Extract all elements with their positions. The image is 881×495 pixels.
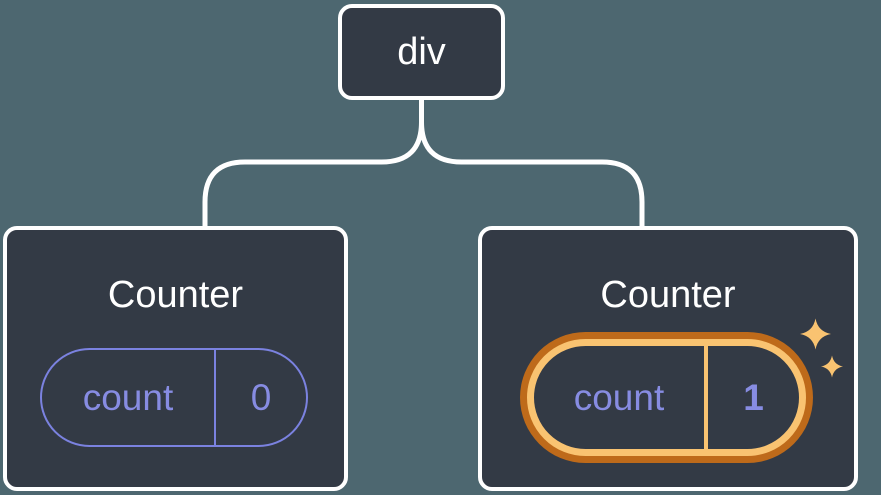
counter-title: Counter — [600, 274, 736, 316]
root-node-label: div — [397, 31, 446, 73]
counter-node-right: Counter count 1 — [478, 226, 858, 491]
root-node-div: div — [338, 4, 505, 100]
counter-node-left: Counter count 0 — [3, 226, 348, 491]
state-key-label: count — [82, 377, 174, 418]
state-key-label: count — [573, 377, 665, 418]
state-value: 0 — [214, 350, 306, 445]
state-pill: count 0 — [40, 348, 308, 447]
state-value: 1 — [704, 346, 799, 449]
state-pill-highlighted: count 1 — [527, 339, 806, 456]
counter-title: Counter — [107, 274, 244, 316]
